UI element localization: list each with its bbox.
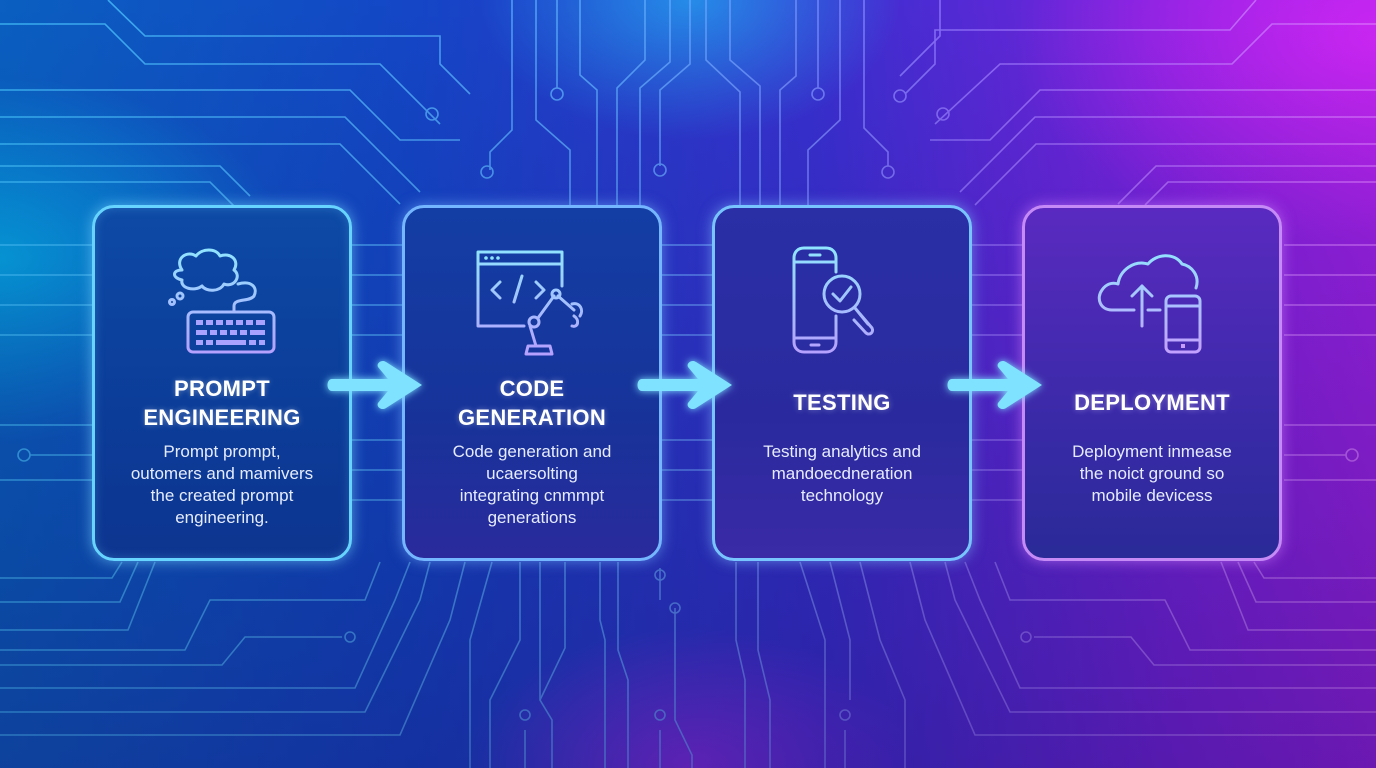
step-card-deployment: DEPLOYMENT Deployment inmease the noict …	[1022, 205, 1282, 561]
step-description-line: engineering.	[175, 508, 269, 527]
step-description-line: ucaersolting	[486, 464, 578, 483]
step-card-prompt-engineering: PROMPT ENGINEERING Prompt prompt, outome…	[92, 205, 352, 561]
step-title-line: DEPLOYMENT	[1074, 390, 1230, 415]
step-title-line: CODE	[499, 376, 565, 401]
step-description-line: technology	[800, 486, 884, 505]
step-title-line: ENGINEERING	[143, 405, 301, 430]
step-description-line: the noict ground so	[1079, 464, 1225, 483]
code-window-robot-arm-icon	[470, 246, 600, 360]
step-description-line: Deployment inmease	[1072, 442, 1232, 461]
step-description: Code generation and ucaersolting integra…	[415, 441, 649, 529]
arrow-right-icon	[946, 359, 1046, 411]
step-description-line: Prompt prompt,	[163, 442, 281, 461]
step-description-line: integrating cnmmpt	[459, 486, 605, 505]
arrow-right-icon	[636, 359, 736, 411]
step-description-line: Code generation and	[452, 442, 612, 461]
thought-cloud-keyboard-icon	[160, 246, 290, 360]
step-description-line: generations	[487, 508, 577, 527]
step-description: Deployment inmease the noict ground so m…	[1035, 441, 1269, 507]
step-description-line: the created prompt	[150, 486, 294, 505]
step-title: PROMPT ENGINEERING	[95, 374, 349, 432]
step-description-line: mobile devicess	[1091, 486, 1213, 505]
phone-magnifier-check-icon	[780, 246, 910, 360]
arrow-right-icon	[326, 359, 426, 411]
step-card-testing: TESTING Testing analytics and mandoecdne…	[712, 205, 972, 561]
step-description-line: mandoecdneration	[771, 464, 913, 483]
step-title: DEPLOYMENT	[1025, 388, 1279, 417]
step-title: TESTING	[715, 388, 969, 417]
step-title-line: TESTING	[793, 390, 891, 415]
cloud-upload-phone-icon	[1090, 246, 1220, 360]
step-title-line: PROMPT	[174, 376, 270, 401]
step-description-line: Testing analytics and	[763, 442, 921, 461]
step-description: Prompt prompt, outomers and mamivers the…	[105, 441, 339, 529]
step-title: CODE GENERATION	[405, 374, 659, 432]
step-description: Testing analytics and mandoecdneration t…	[725, 441, 959, 507]
step-card-code-generation: CODE GENERATION Code generation and ucae…	[402, 205, 662, 561]
step-title-line: GENERATION	[457, 405, 607, 430]
step-description-line: outomers and mamivers	[130, 464, 314, 483]
